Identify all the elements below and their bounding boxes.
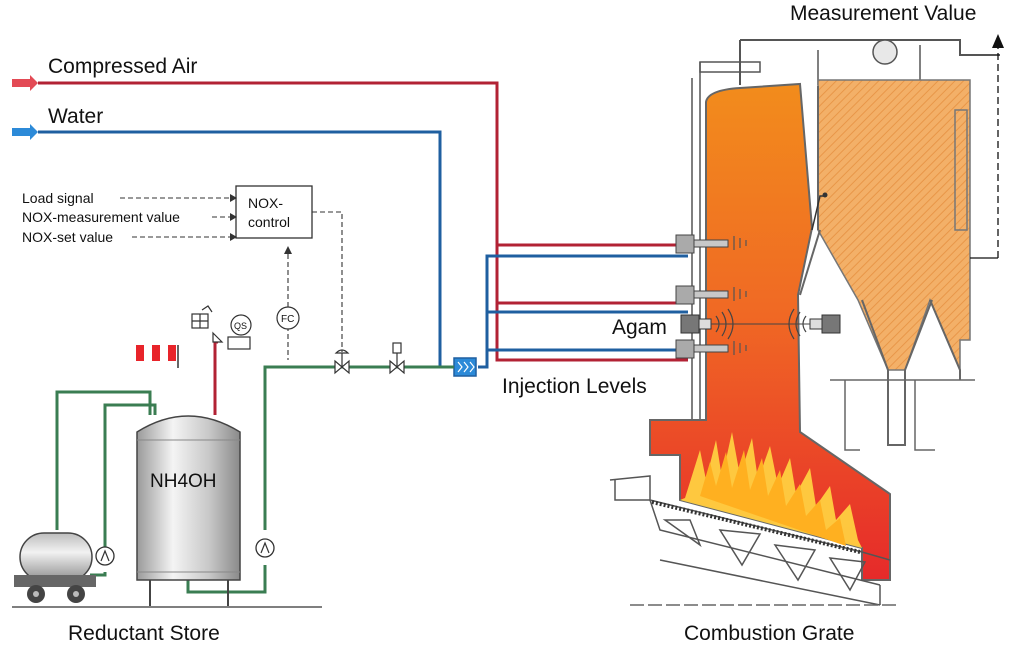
- nox-control-label-1: NOX-: [248, 195, 283, 211]
- fc-sensor-icon: FC: [276, 306, 300, 330]
- measurement-value-label: Measurement Value: [790, 2, 976, 25]
- boiler: [609, 39, 1000, 606]
- sensor-icon: [809, 314, 841, 334]
- combustion-grate-mechanism: [609, 475, 900, 606]
- nox-control-label-2: control: [248, 214, 290, 230]
- relief-valve-icon: [191, 305, 251, 350]
- qs-sensor-icon: QS: [230, 314, 252, 336]
- arrow-up-icon: [992, 34, 1004, 48]
- arrow-right-icon: [12, 75, 38, 91]
- nox-control-box: [235, 185, 313, 239]
- nox-control: NOX- control: [235, 185, 313, 239]
- reductant-line: [55, 365, 440, 594]
- nox-measurement-label: NOX-measurement value: [22, 209, 180, 225]
- qs-label: QS: [234, 321, 247, 331]
- load-signal-label: Load signal: [22, 190, 94, 206]
- valve-icon: [389, 342, 405, 375]
- nozzle-icon: [675, 339, 729, 359]
- nozzle-icon: [675, 234, 729, 254]
- drum-icon: [872, 39, 898, 65]
- flames: [680, 432, 862, 548]
- nh4oh-label: NH4OH: [150, 471, 217, 492]
- agam-label: Agam: [612, 316, 667, 339]
- injection-levels-label: Injection Levels: [502, 375, 647, 398]
- mixer-icon: [453, 357, 477, 377]
- pump-icon: [95, 546, 115, 566]
- fc-label: FC: [281, 314, 294, 325]
- arrow-right-icon: [12, 124, 38, 140]
- nh4oh-tank: NH4OH: [136, 415, 241, 606]
- flue-gas-pass: [817, 79, 971, 371]
- water-label: Water: [48, 105, 103, 128]
- nozzle-icon: [675, 285, 729, 305]
- pump-icon: [255, 538, 275, 558]
- tanker-truck-icon: [14, 532, 96, 603]
- valve-icon: [334, 349, 350, 375]
- sensor-icon: [680, 314, 712, 334]
- water-line: [38, 130, 688, 369]
- nox-set-label: NOX-set value: [22, 229, 113, 245]
- windsock-icon: [136, 345, 179, 368]
- measurement-arrow: [970, 34, 1004, 259]
- combustion-grate-label: Combustion Grate: [684, 622, 854, 645]
- compressed-air-label: Compressed Air: [48, 55, 197, 78]
- reductant-store-label: Reductant Store: [68, 622, 220, 645]
- compressed-air-line: [38, 81, 688, 362]
